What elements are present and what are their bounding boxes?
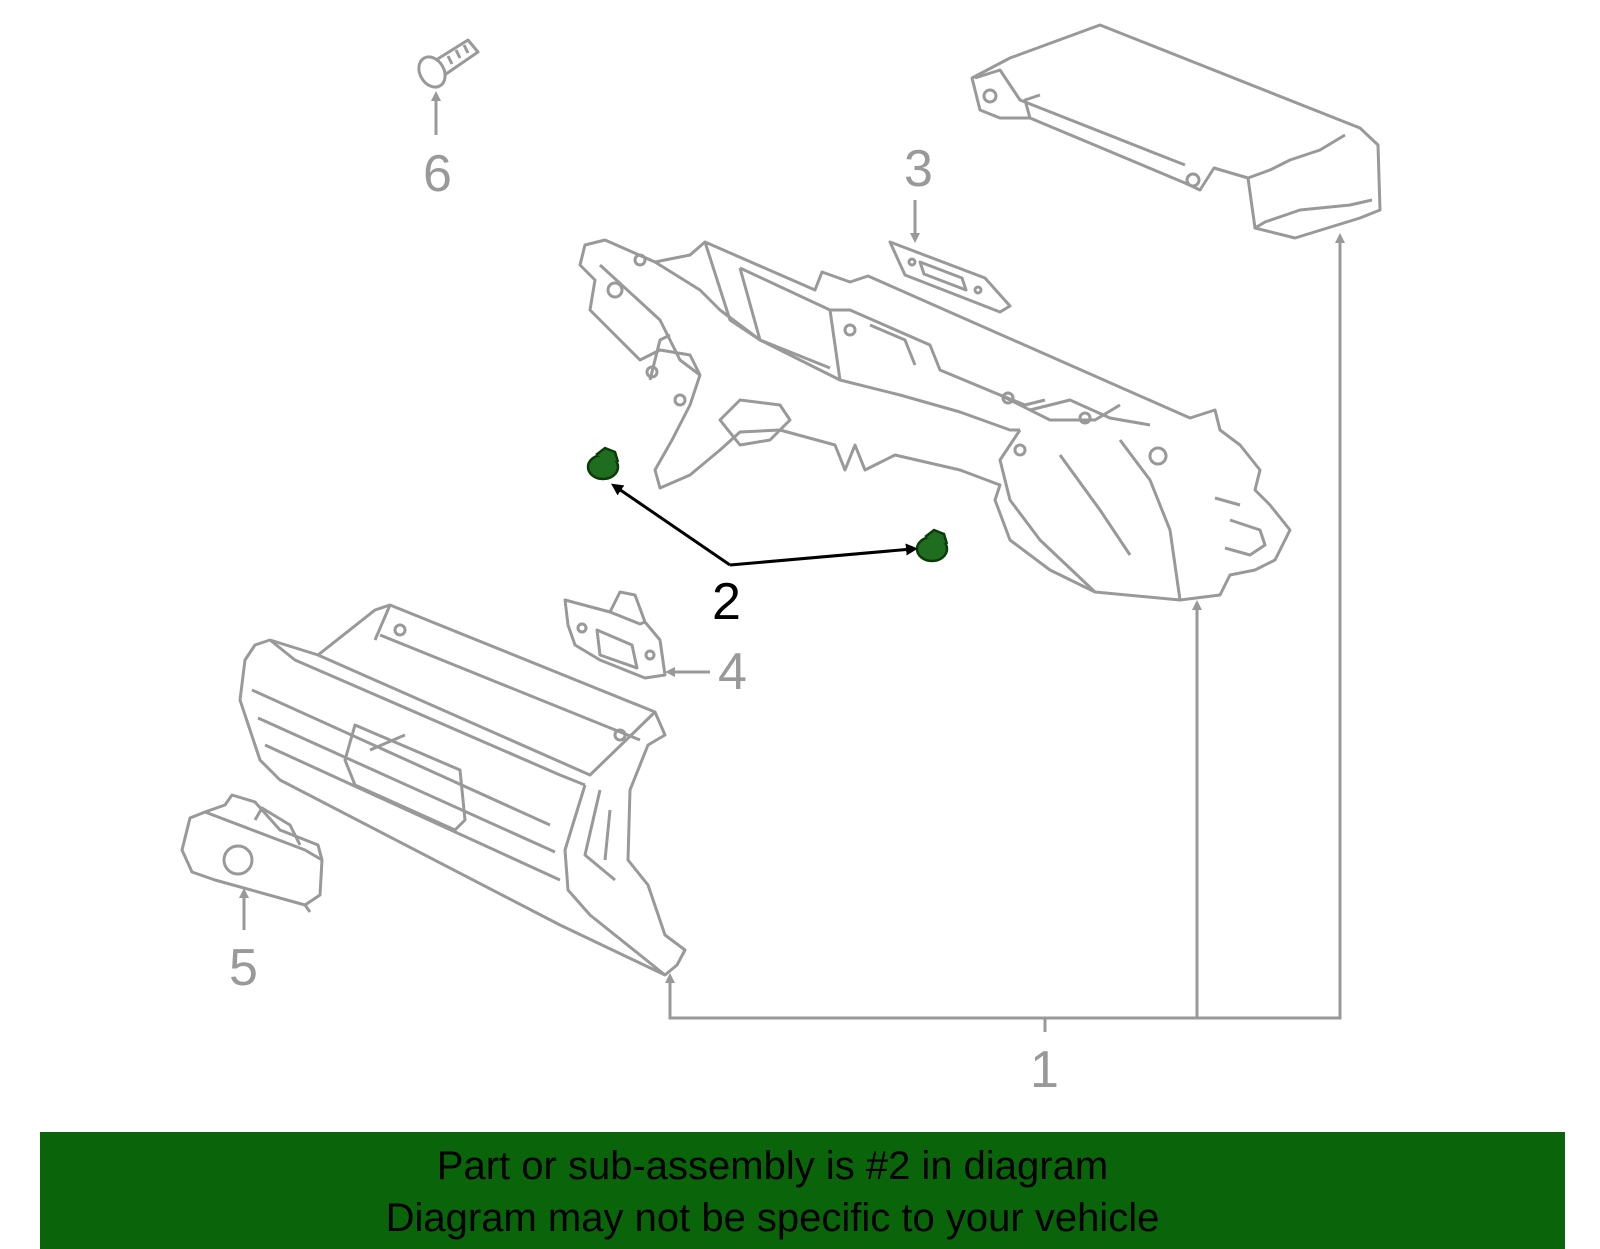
part-6-screw — [417, 38, 480, 89]
part-2-clip-right — [915, 528, 949, 563]
part-4-striker — [563, 590, 667, 680]
callout-6: 6 — [423, 145, 452, 203]
dash-frame — [578, 238, 1292, 602]
part-5-latch — [180, 793, 324, 913]
callout-4: 4 — [718, 643, 747, 701]
part-3-bracket — [888, 240, 1012, 314]
leader-2 — [611, 483, 918, 567]
banner-line-2: Diagram may not be specific to your vehi… — [385, 1196, 1160, 1240]
info-banner: Part or sub-assembly is #2 in diagram Di… — [40, 1132, 1565, 1249]
banner-line-1: Part or sub-assembly is #2 in diagram — [436, 1144, 1109, 1188]
part-2-clip-left — [586, 446, 620, 481]
upper-panel — [970, 23, 1382, 240]
leader-1 — [665, 233, 1345, 1032]
glove-box-door — [238, 603, 687, 977]
callout-3: 3 — [904, 140, 933, 198]
callout-5: 5 — [229, 939, 258, 997]
callout-1: 1 — [1030, 1041, 1059, 1099]
callout-2: 2 — [712, 573, 741, 631]
